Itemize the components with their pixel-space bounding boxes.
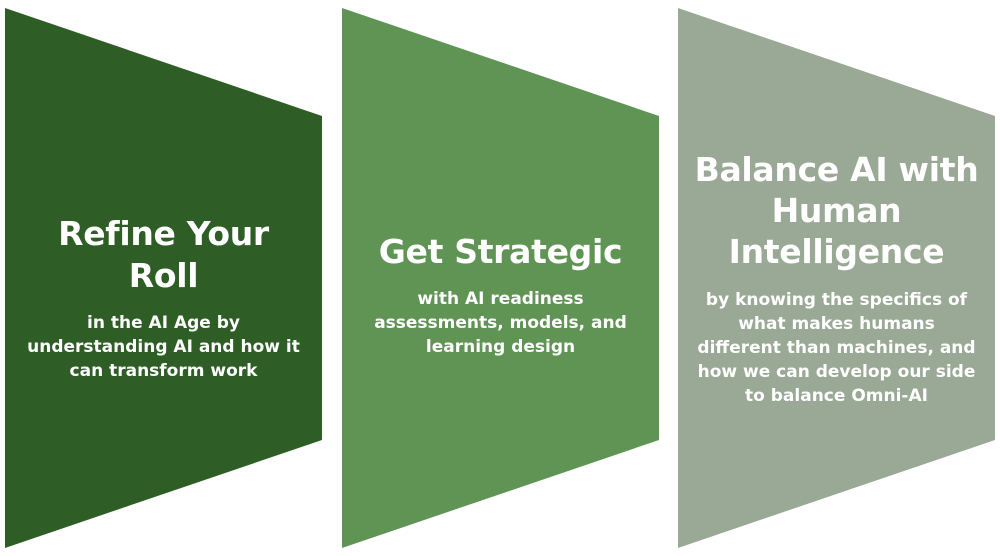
panel-body: by knowing the specifics of what makes h… [697, 290, 976, 406]
panel-title: Get Strategic [378, 232, 623, 271]
panel-get-strategic: Get Strategic with AI readiness assessme… [342, 8, 659, 548]
panel-content: Balance AI with Human Intelligence by kn… [678, 149, 995, 408]
panel-title: Balance AI with Human Intelligence [694, 150, 979, 271]
panel-shape [342, 8, 659, 548]
panel-content: Refine Your Roll in the AI Age by unders… [5, 213, 322, 383]
panel-title: Refine Your Roll [58, 214, 269, 295]
panel-refine-your-roll: Refine Your Roll in the AI Age by unders… [5, 8, 322, 548]
panel-body: with AI readiness assessments, models, a… [374, 289, 627, 357]
panel-balance-ai: Balance AI with Human Intelligence by kn… [678, 8, 995, 548]
panel-shape [5, 8, 322, 548]
panel-body: in the AI Age by understanding AI and ho… [27, 313, 300, 381]
panel-content: Get Strategic with AI readiness assessme… [342, 231, 659, 359]
panel-shape [678, 8, 995, 548]
